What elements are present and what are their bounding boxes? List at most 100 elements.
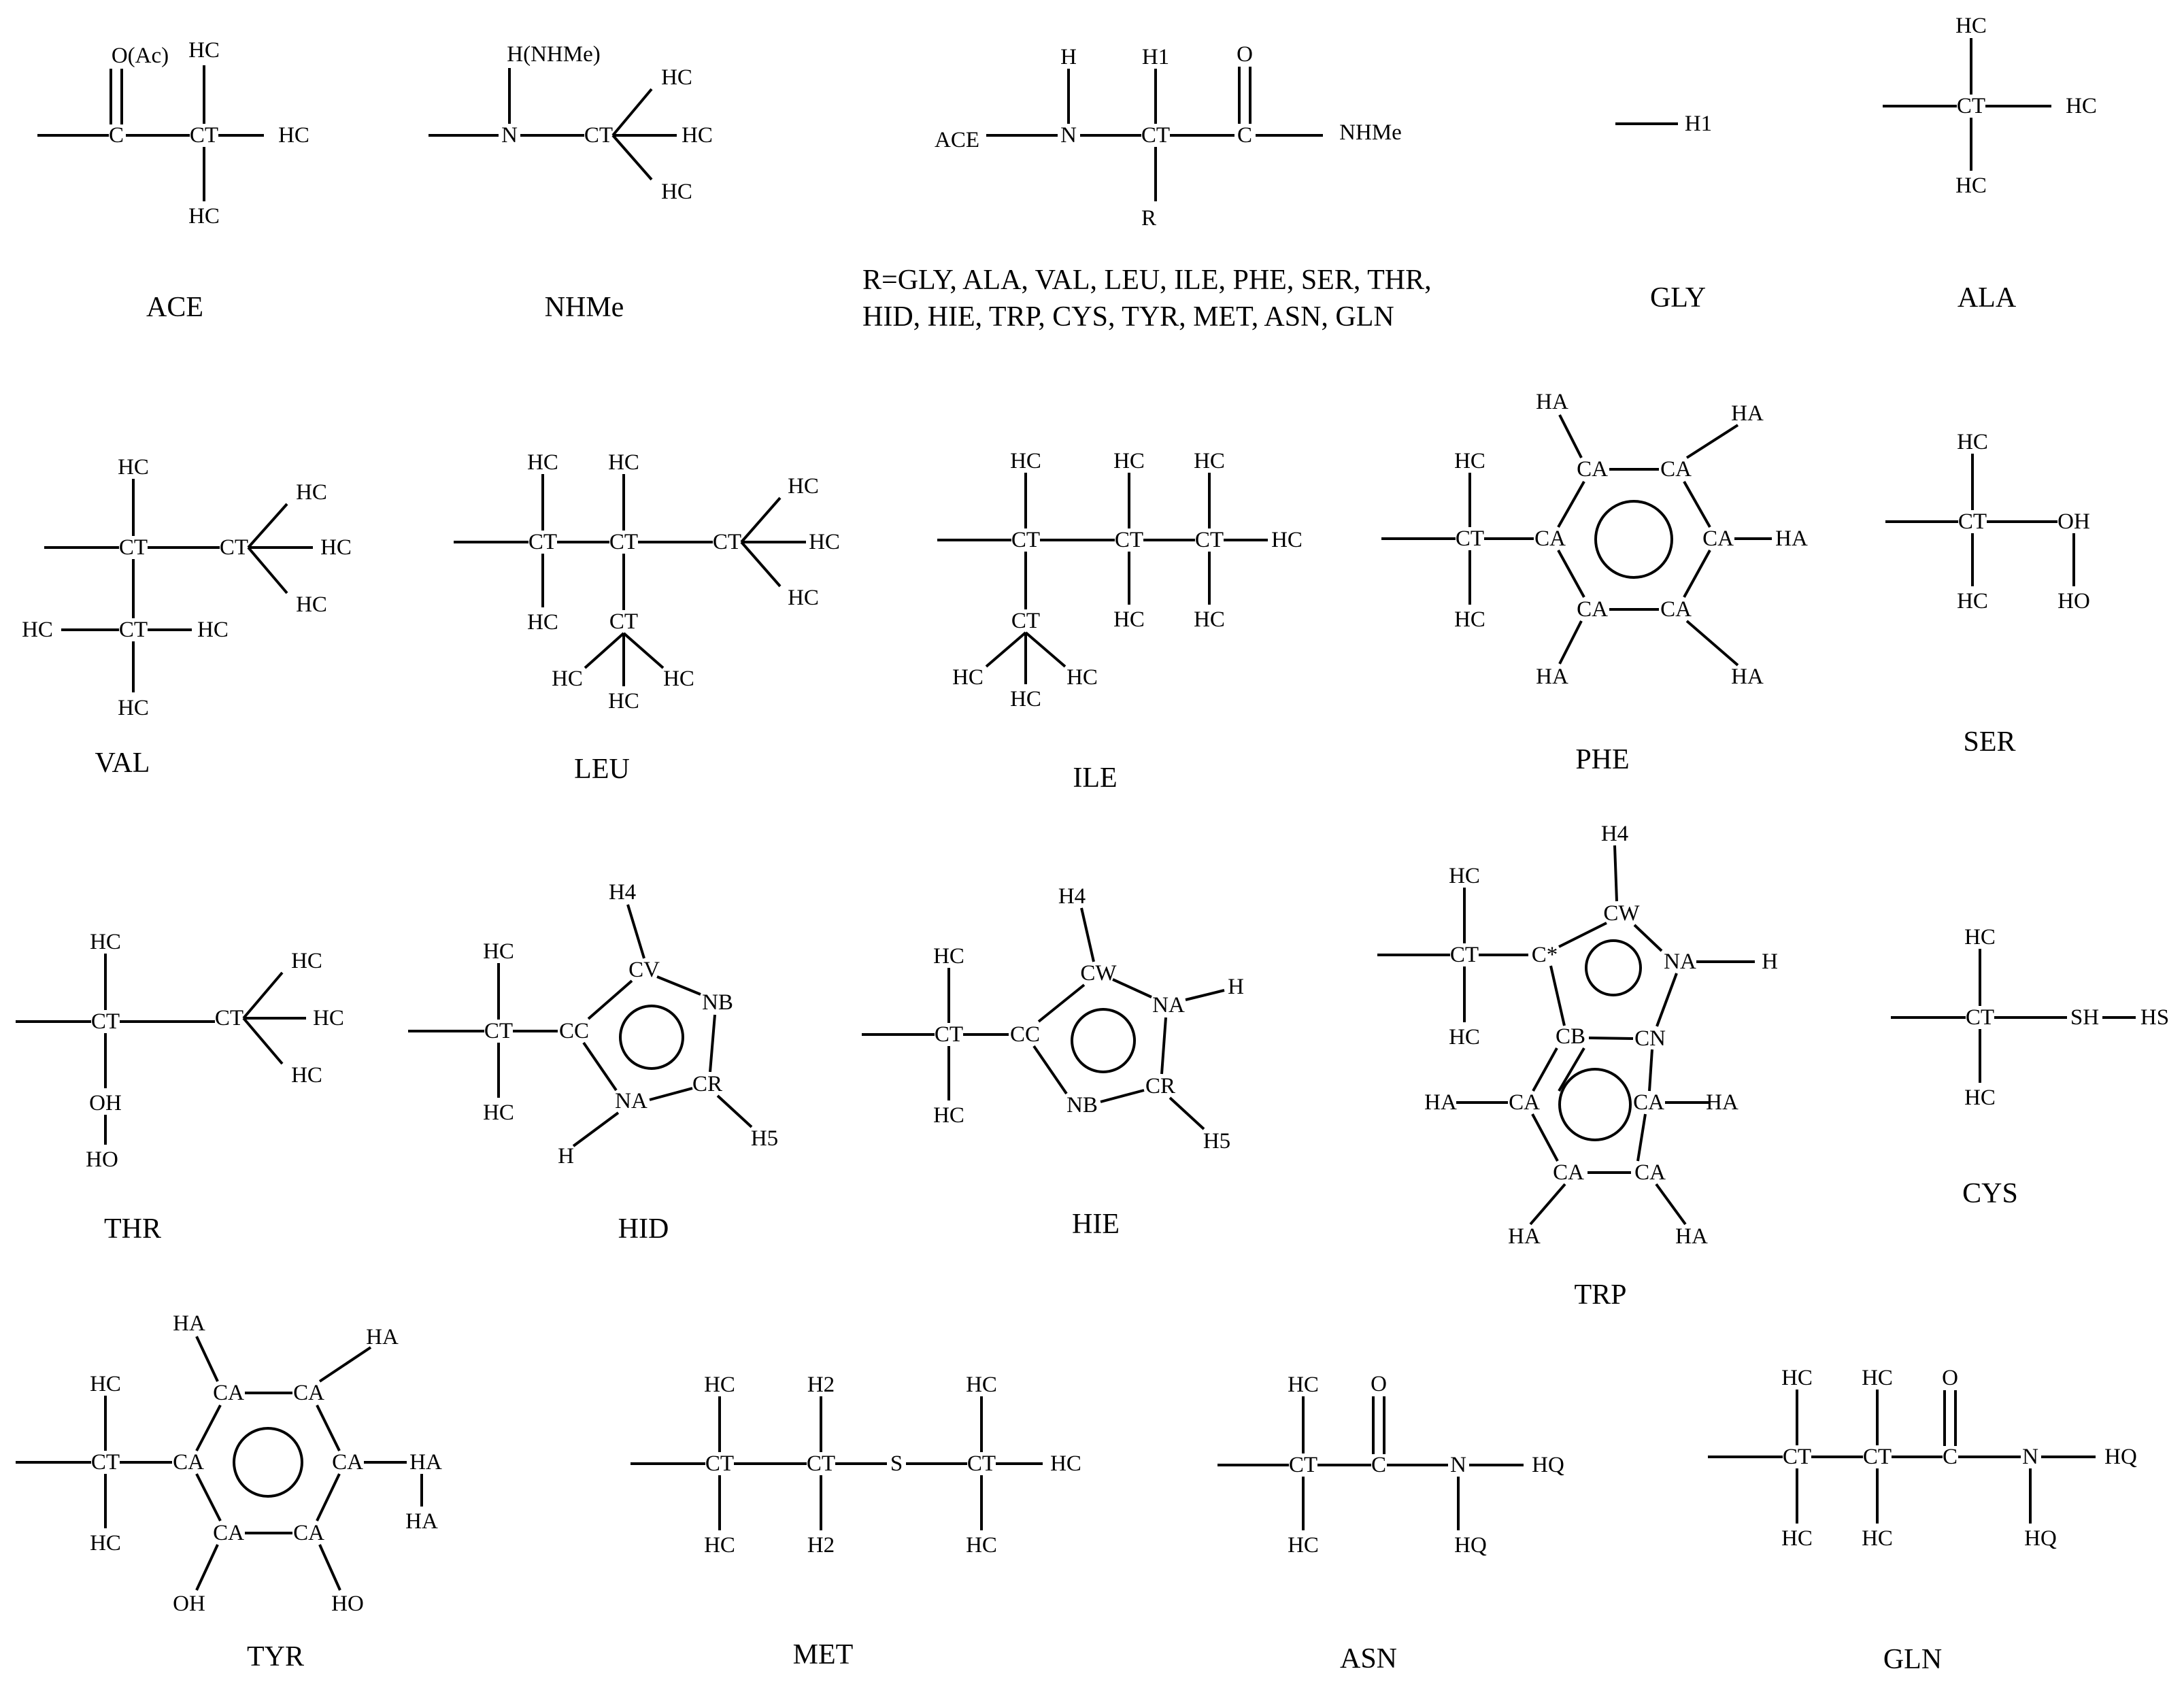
atom-label: NA [1664, 949, 1696, 974]
atom-label: HC [1271, 528, 1303, 552]
atom-label: HC [661, 180, 692, 204]
atom-label: HO [331, 1592, 364, 1616]
atom-label: CA [213, 1521, 244, 1545]
atom-label: HC [966, 1533, 997, 1558]
atom-label: CT [91, 1450, 120, 1475]
atom-label: CT [807, 1451, 835, 1476]
bond-line [318, 1346, 372, 1383]
aromatic-ring-circle [1558, 1068, 1632, 1141]
atom-label: HC [552, 667, 583, 691]
atom-label: OH [89, 1091, 122, 1115]
atom-label: CN [1634, 1026, 1666, 1051]
bond-line [1160, 1017, 1167, 1075]
bond-line [622, 632, 665, 669]
atom-label: HC [313, 1006, 344, 1030]
atom-label: HC [118, 696, 149, 720]
bond-line [1529, 1183, 1566, 1226]
bond-line [195, 1544, 219, 1591]
atom-label: HC [1194, 607, 1225, 632]
bond-line [709, 1014, 716, 1073]
atom-label: HC [527, 450, 558, 475]
atom-label: CT [1115, 528, 1143, 552]
bond-line [1557, 481, 1585, 528]
atom-label: HQ [2024, 1526, 2057, 1551]
bond-line [1588, 1037, 1634, 1040]
atom-label: CT [935, 1022, 963, 1047]
structure-title: THR [104, 1213, 161, 1245]
atom-label: HC [933, 944, 964, 969]
atom-label: CC [1010, 1022, 1040, 1047]
atom-label: HC [1862, 1526, 1893, 1551]
atom-label: CT [713, 530, 741, 554]
atom-label: HA [1536, 665, 1568, 689]
atom-label: HA [405, 1509, 438, 1534]
bond-line [1685, 620, 1739, 667]
atom-label: HC [608, 450, 639, 475]
aromatic-ring-circle [1594, 500, 1673, 579]
atom-label: HC [483, 1100, 514, 1125]
atom-label: HC [704, 1533, 735, 1558]
structure-title: TYR [247, 1641, 304, 1672]
aromatic-ring-circle [1071, 1008, 1136, 1073]
bond-line [716, 1094, 753, 1128]
atom-label: HC [1288, 1373, 1319, 1397]
atom-label: H4 [609, 880, 636, 905]
atom-label: CA [173, 1450, 204, 1475]
atom-label: H4 [1601, 822, 1628, 846]
atom-label: HC [291, 949, 322, 973]
bond-line [242, 971, 284, 1020]
structure-title: CYS [1962, 1178, 2018, 1209]
atom-label: CA [293, 1521, 324, 1545]
atom-label: H2 [807, 1533, 835, 1558]
atom-label: CA [332, 1450, 363, 1475]
atom-label: CT [584, 123, 613, 148]
atom-label: CT [1863, 1445, 1892, 1469]
atom-label: HC [1454, 607, 1485, 632]
bond-line [587, 979, 633, 1020]
atom-label: HC [1957, 589, 1988, 613]
atom-label: O [1942, 1366, 1958, 1390]
atom-label: NB [1066, 1093, 1098, 1117]
atom-label: CT [1958, 509, 1987, 534]
atom-label: HC [1964, 1086, 1996, 1110]
bond-line [1683, 481, 1711, 528]
structure-title: R=GLY, ALA, VAL, LEU, ILE, PHE, SER, THR… [862, 265, 1432, 296]
atom-label: HC [118, 455, 149, 480]
atom-label: H [1762, 949, 1778, 974]
atom-label: N [1060, 123, 1077, 148]
bond-line [740, 541, 782, 588]
bond-line [649, 1087, 693, 1101]
atom-label: CT [220, 535, 248, 560]
atom-label: HC [704, 1373, 735, 1397]
bond-line [611, 134, 653, 181]
bond-line [1037, 983, 1086, 1023]
atom-label: H [558, 1144, 574, 1168]
structure-title: ILE [1073, 762, 1117, 794]
bond-line [1633, 924, 1663, 952]
atom-label: CT [119, 618, 148, 642]
atom-label: HC [22, 618, 53, 642]
bond-line [195, 1405, 222, 1451]
bond-line [195, 1473, 222, 1521]
atom-label: CT [609, 530, 638, 554]
atom-label: HC [1957, 430, 1988, 454]
atom-label: CT [967, 1451, 996, 1476]
aromatic-ring-circle [619, 1005, 684, 1070]
bond-line [195, 1336, 219, 1382]
atom-label: S [890, 1451, 903, 1476]
atom-label: HC [1050, 1451, 1081, 1476]
atom-label: HC [1781, 1366, 1813, 1390]
atom-label: CA [1660, 597, 1692, 622]
atom-label: CA [1553, 1160, 1584, 1185]
structure-title: PHE [1575, 744, 1629, 775]
bond-line [1557, 550, 1585, 598]
atom-label: CA [1577, 457, 1608, 482]
bond-line [740, 497, 782, 543]
bond-line [582, 1041, 618, 1092]
atom-label: CT [528, 530, 557, 554]
